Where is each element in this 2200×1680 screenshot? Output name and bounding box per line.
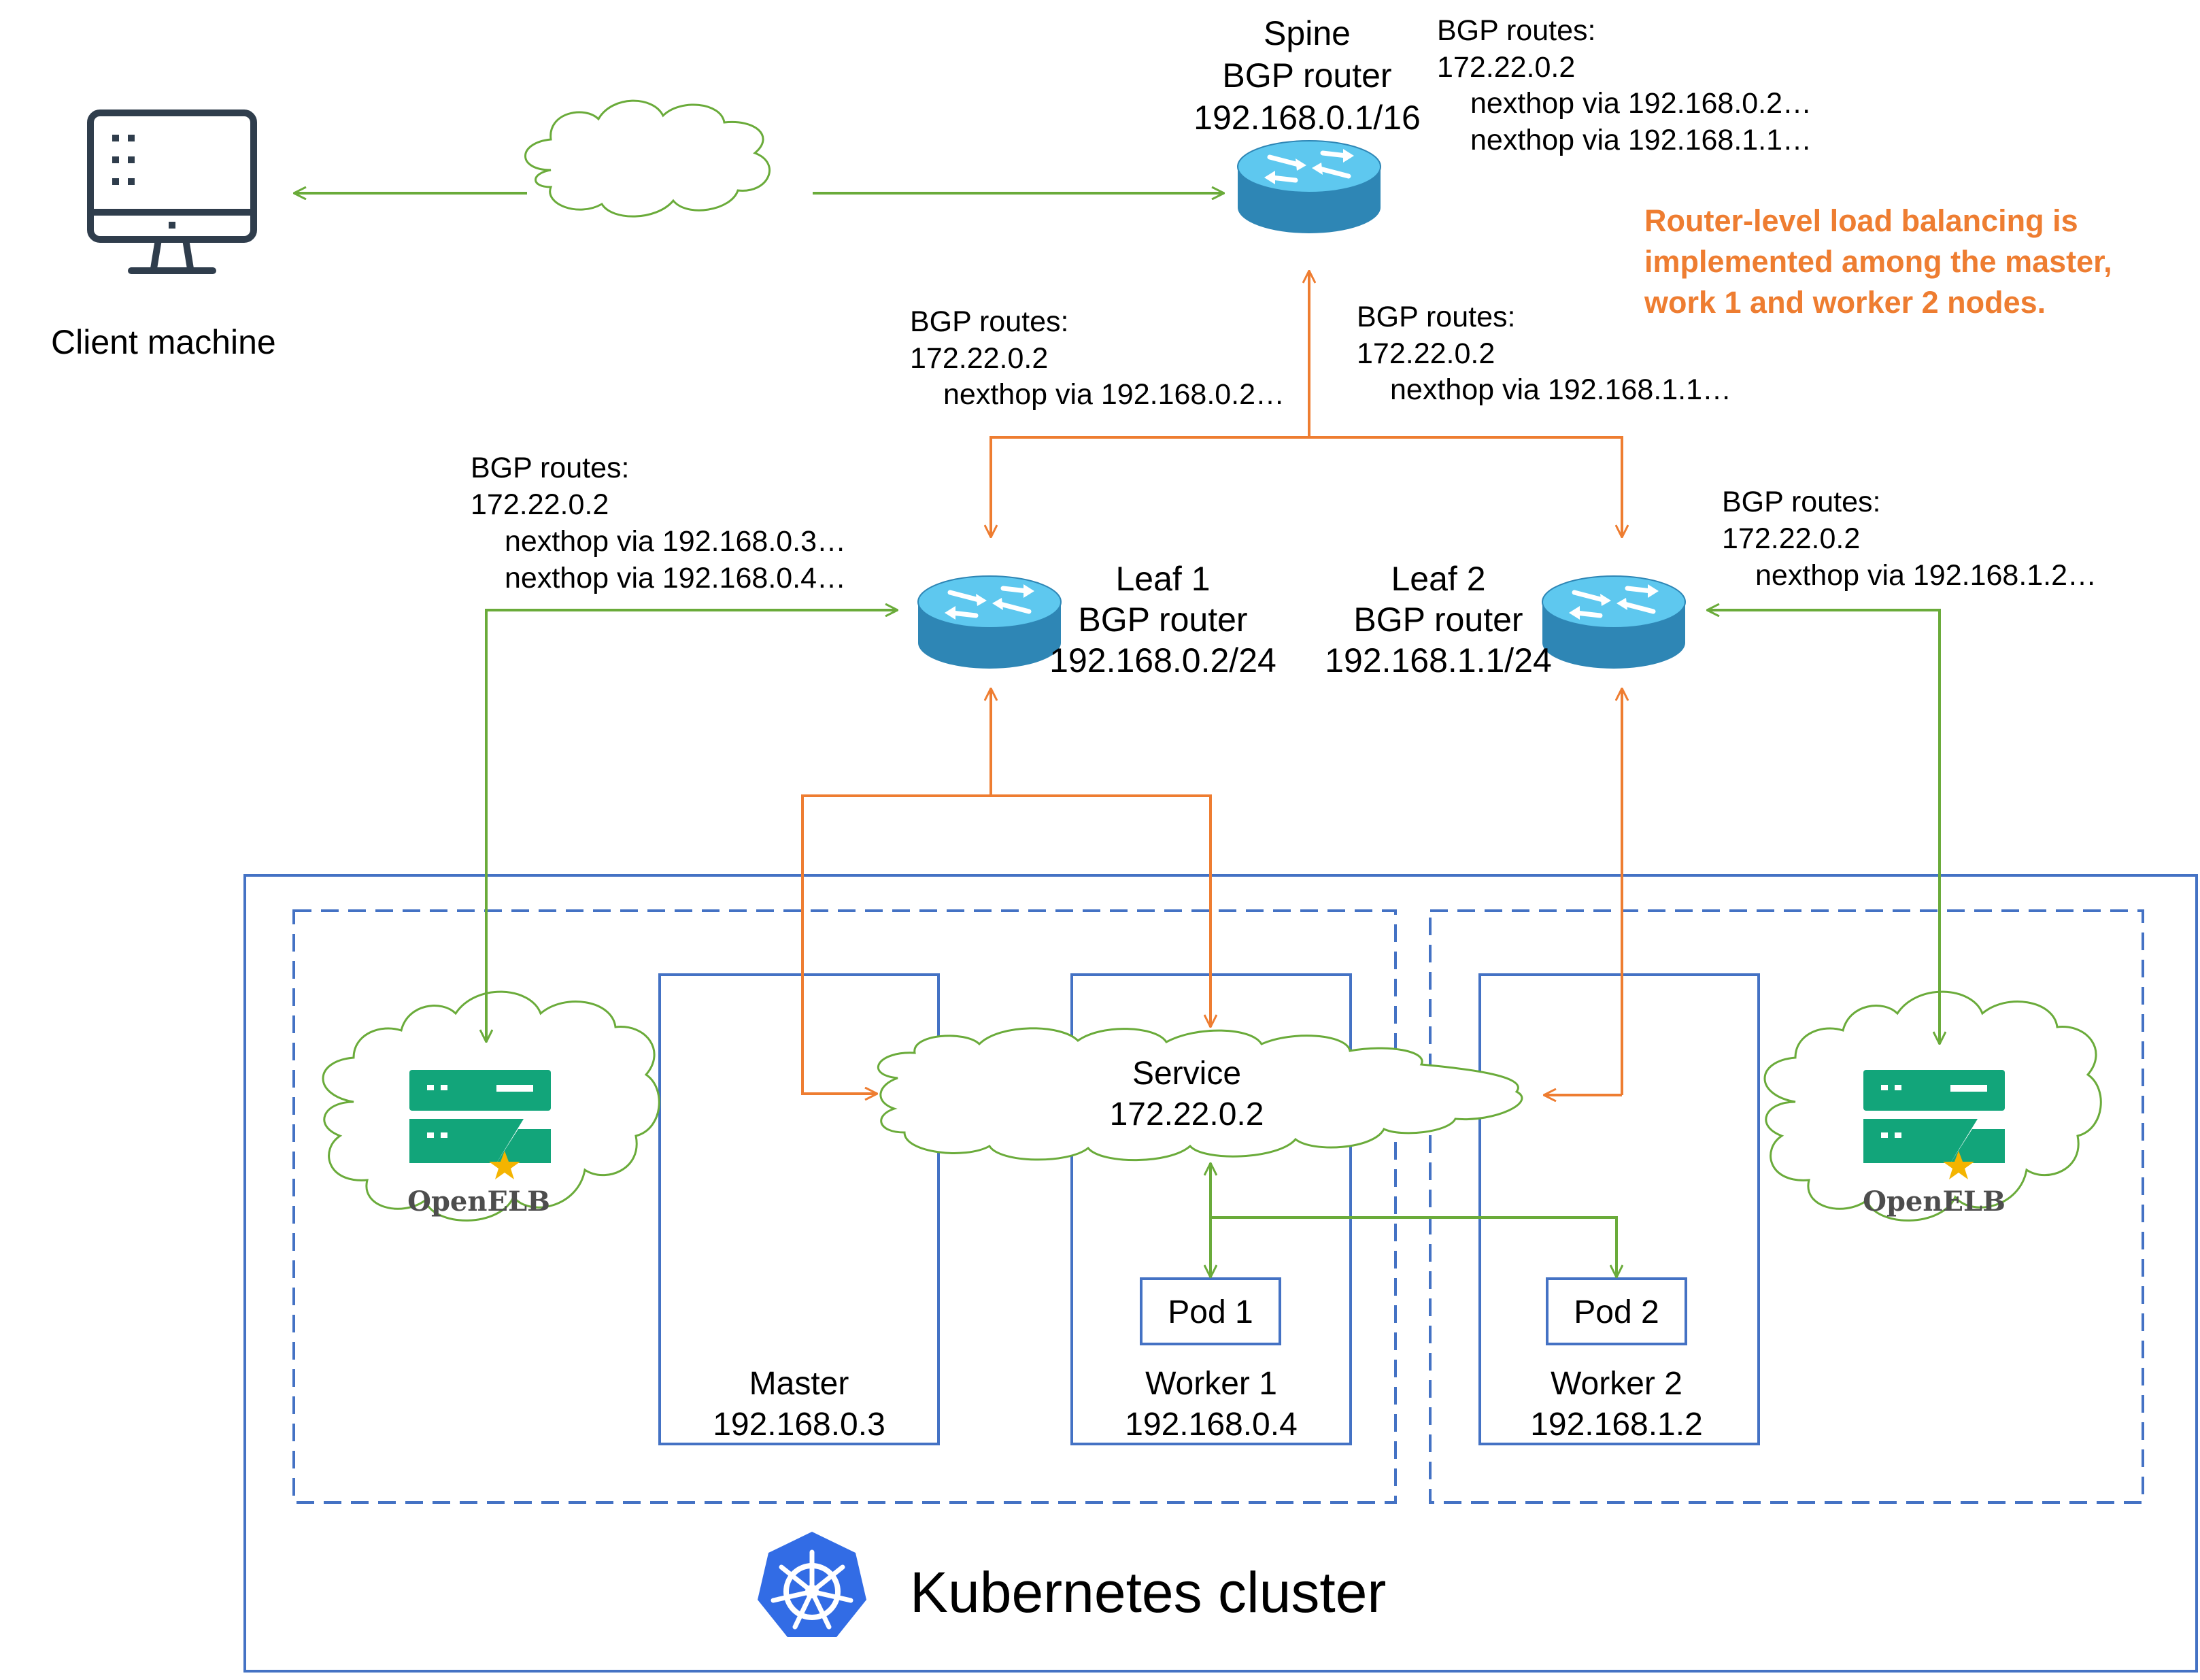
spine-routes-title: BGP routes:	[1437, 14, 1595, 47]
leaf2-up-title: BGP routes:	[1357, 301, 1515, 333]
leaf1-type: BGP router	[1078, 601, 1247, 639]
service-ip: 172.22.0.2	[1110, 1096, 1264, 1132]
leaf2-type: BGP router	[1353, 601, 1523, 639]
worker2-ip: 192.168.1.2	[1530, 1407, 1703, 1443]
pod1-box	[1140, 1277, 1281, 1345]
leaf2-down-bgp-routes: BGP routes: 172.22.0.2 nexthop via 192.1…	[1722, 486, 2097, 592]
pod2-box	[1546, 1277, 1687, 1345]
openelb-logo-left	[409, 1070, 551, 1179]
pod1-label: Pod 1	[1168, 1294, 1253, 1330]
leaf1-up-bgp-routes: BGP routes: 172.22.0.2 nexthop via 192.1…	[910, 305, 1285, 411]
leaf1-down-bgp-routes: BGP routes: 172.22.0.2 nexthop via 192.1…	[471, 452, 846, 594]
leaf1-down-nexthop-1: nexthop via 192.168.0.3…	[505, 525, 846, 558]
spine-name: Spine	[1264, 14, 1351, 52]
load-balancing-note: Router-level load balancing is implement…	[1644, 203, 2112, 320]
master-ip: 192.168.0.3	[713, 1407, 885, 1443]
pod2-label: Pod 2	[1574, 1294, 1659, 1330]
note-line-3: work 1 and worker 2 nodes.	[1644, 285, 2046, 320]
leaf2-router-label: Leaf 2 BGP router 192.168.1.1/24	[1325, 560, 1552, 679]
internet-cloud-icon	[524, 99, 771, 218]
kubernetes-cluster-label: Kubernetes cluster	[910, 1560, 1386, 1624]
spine-router-label: Spine BGP router 192.168.0.1/16	[1194, 14, 1421, 137]
spine-bgp-routes: BGP routes: 172.22.0.2 nexthop via 192.1…	[1437, 14, 1812, 156]
master-node-box	[658, 973, 940, 1445]
leaf1-router-icon	[918, 576, 1061, 669]
service-cloud	[877, 1027, 1523, 1162]
spine-ip: 192.168.0.1/16	[1194, 99, 1421, 137]
worker1-name: Worker 1	[1145, 1366, 1277, 1402]
master-name: Master	[749, 1366, 849, 1402]
leaf1-up-title: BGP routes:	[910, 305, 1068, 338]
leaf1-down-title: BGP routes:	[471, 452, 629, 484]
leaf2-down-title: BGP routes:	[1722, 486, 1880, 518]
leaf1-ip: 192.168.0.2/24	[1049, 641, 1276, 679]
orange-connections	[801, 271, 1622, 1095]
leaf2-down-nexthop: nexthop via 192.168.1.2…	[1755, 559, 2097, 592]
monitor-icon	[87, 110, 257, 274]
monitor-screen-dots	[112, 135, 175, 229]
worker2-name: Worker 2	[1551, 1366, 1682, 1402]
worker1-node-label: Worker 1 192.168.0.4	[1125, 1366, 1298, 1443]
note-line-1: Router-level load balancing is	[1644, 203, 2078, 238]
leaf1-down-prefix: 172.22.0.2	[471, 488, 609, 521]
worker1-ip: 192.168.0.4	[1125, 1407, 1298, 1443]
client-machine-label: Client machine	[51, 323, 276, 361]
leaf1-up-nexthop: nexthop via 192.168.0.2…	[943, 378, 1285, 411]
leaf1-up-prefix: 172.22.0.2	[910, 342, 1048, 375]
leaf1-down-nexthop-2: nexthop via 192.168.0.4…	[505, 562, 846, 594]
kubernetes-cluster-box	[243, 874, 2198, 1673]
leaf2-up-nexthop: nexthop via 192.168.1.1…	[1390, 373, 1731, 406]
leaf2-down-prefix: 172.22.0.2	[1722, 522, 1860, 555]
leaf1-router-label: Leaf 1 BGP router 192.168.0.2/24	[1049, 560, 1276, 679]
spine-routes-nexthop-2: nexthop via 192.168.1.1…	[1470, 124, 1812, 156]
note-line-2: implemented among the master,	[1644, 244, 2112, 279]
spine-routes-prefix: 172.22.0.2	[1437, 51, 1575, 84]
master-node-label: Master 192.168.0.3	[713, 1366, 885, 1443]
green-connections	[294, 193, 1940, 1277]
kubernetes-logo-icon	[758, 1532, 866, 1637]
leaf1-name: Leaf 1	[1115, 560, 1210, 598]
openelb-label-right: OpenELB	[1863, 1186, 2006, 1217]
leaf2-name: Leaf 2	[1391, 560, 1485, 598]
service-label: Service 172.22.0.2	[1110, 1056, 1264, 1132]
spine-router-icon	[1238, 141, 1381, 233]
leaf2-ip: 192.168.1.1/24	[1325, 641, 1552, 679]
spine-routes-nexthop-1: nexthop via 192.168.0.2…	[1470, 87, 1812, 120]
worker2-node-label: Worker 2 192.168.1.2	[1530, 1366, 1703, 1443]
service-name: Service	[1132, 1056, 1241, 1092]
worker2-node-box	[1478, 973, 1760, 1445]
zone-left-box	[292, 909, 1397, 1504]
leaf2-up-bgp-routes: BGP routes: 172.22.0.2 nexthop via 192.1…	[1357, 301, 1731, 406]
spine-type: BGP router	[1222, 56, 1391, 95]
leaf2-router-icon	[1542, 576, 1685, 669]
zone-right-box	[1429, 909, 2144, 1504]
openelb-logo-right	[1863, 1070, 2005, 1179]
leaf2-up-prefix: 172.22.0.2	[1357, 337, 1495, 370]
openelb-label-left: OpenELB	[407, 1186, 550, 1217]
